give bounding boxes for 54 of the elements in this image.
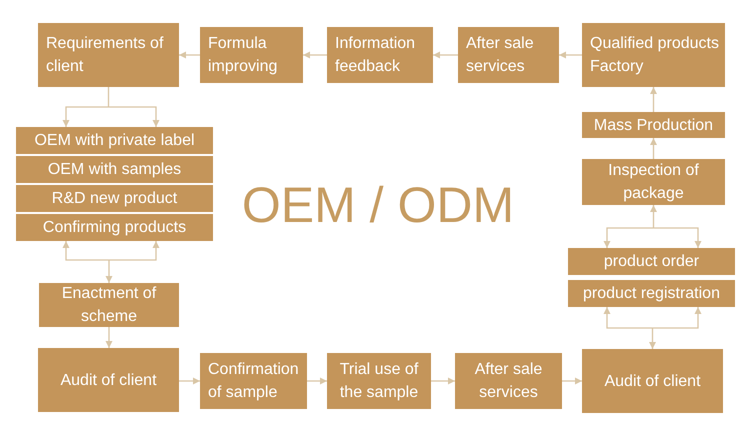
forked-arrow bbox=[604, 205, 702, 248]
process-box bbox=[38, 348, 179, 412]
box-label: Confirmation of sample bbox=[208, 360, 300, 403]
arrow bbox=[559, 52, 582, 58]
box-label: Inspection of package bbox=[607, 161, 700, 204]
title: OEM / ODM bbox=[240, 180, 516, 230]
box-label: product order bbox=[604, 252, 700, 272]
process-box bbox=[16, 185, 213, 212]
process-box bbox=[327, 27, 433, 83]
arrow bbox=[650, 87, 657, 112]
arrow bbox=[431, 378, 455, 384]
box-label: Trial use of the sample bbox=[338, 360, 420, 403]
box-label: Confirming products bbox=[42, 218, 186, 238]
arrow bbox=[106, 327, 112, 348]
box-label: OEM with samples bbox=[48, 160, 182, 180]
arrow bbox=[650, 138, 657, 159]
box-label: product registration bbox=[583, 284, 720, 304]
process-box bbox=[38, 23, 179, 87]
process-box bbox=[39, 283, 179, 327]
process-box bbox=[582, 349, 723, 413]
process-box bbox=[200, 353, 307, 409]
forked-arrow bbox=[62, 241, 160, 283]
box-label: Audit of client bbox=[60, 370, 157, 390]
box-label: Information feedback bbox=[335, 34, 416, 77]
arrow bbox=[179, 52, 200, 58]
arrow bbox=[307, 378, 327, 384]
box-label: Audit of client bbox=[604, 372, 701, 392]
process-box bbox=[455, 353, 562, 409]
process-box bbox=[582, 112, 725, 138]
process-box bbox=[568, 248, 735, 275]
process-box bbox=[458, 27, 559, 83]
forked-arrow bbox=[62, 87, 160, 127]
box-label: Enactment of scheme bbox=[60, 284, 158, 327]
process-box bbox=[16, 214, 213, 241]
box-label: Formula improving bbox=[208, 34, 278, 77]
arrow bbox=[303, 52, 327, 58]
process-box bbox=[16, 156, 213, 183]
box-label: Mass Production bbox=[594, 116, 714, 136]
process-box bbox=[327, 353, 431, 409]
process-box bbox=[16, 127, 213, 154]
arrow bbox=[562, 378, 582, 384]
forked-arrow bbox=[604, 307, 702, 349]
box-label: OEM with private label bbox=[34, 131, 195, 151]
process-box bbox=[582, 159, 725, 205]
process-box bbox=[568, 280, 735, 307]
arrow bbox=[179, 378, 200, 384]
box-label: After sale services bbox=[466, 34, 535, 77]
box-label: After sale services bbox=[474, 360, 544, 403]
process-box bbox=[582, 23, 725, 87]
box-label: Requirements of client bbox=[46, 34, 164, 77]
box-label: Qualified products Factory bbox=[590, 34, 720, 77]
arrow bbox=[433, 52, 458, 58]
box-label: R&D new product bbox=[52, 189, 178, 209]
process-box bbox=[200, 27, 303, 83]
